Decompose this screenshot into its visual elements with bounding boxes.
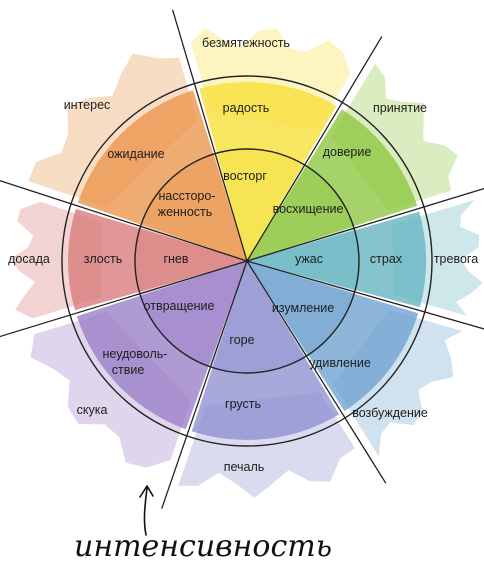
- wheel-spoke: [246, 260, 387, 484]
- label-acceptance: принятие: [373, 101, 427, 115]
- label-dislike-line2: ствие: [112, 363, 145, 377]
- ring-outer: [61, 75, 433, 447]
- wheel-wedge: [247, 109, 418, 261]
- label-anticipation: ожидание: [107, 147, 164, 161]
- label-annoyance: досада: [8, 252, 50, 266]
- wheel-spoke: [246, 36, 383, 262]
- wheel-core-segment: [247, 165, 355, 261]
- label-amazement: изумление: [272, 301, 334, 315]
- watercolor-blob: [30, 312, 191, 468]
- label-dislike-line1: неудоволь-: [103, 347, 168, 361]
- wheel-spoke: [171, 9, 248, 262]
- label-surprise: удивление: [309, 356, 371, 370]
- wheel-core-segment: [139, 261, 247, 367]
- label-grief: горе: [229, 333, 254, 347]
- wheel-spoke: [246, 260, 484, 330]
- wheel-wedge: [247, 211, 427, 308]
- label-anger: злость: [84, 252, 122, 266]
- wheel-wedge: [191, 261, 340, 440]
- wheel-spoke: [0, 180, 248, 262]
- wheel-wedge: [76, 261, 247, 430]
- ring-inner: [134, 148, 360, 374]
- label-vigilance-line2: женность: [158, 205, 213, 219]
- label-loathing: отвращение: [144, 299, 215, 313]
- wheel-spoke: [161, 260, 248, 509]
- label-admiration: восхищение: [273, 202, 344, 216]
- wheel-core-segment: [247, 228, 360, 292]
- watercolor-blob: [28, 53, 197, 208]
- label-apprehension: тревога: [434, 252, 478, 266]
- intensity-caption: интенсивность: [74, 529, 332, 564]
- label-rage: гнев: [163, 252, 188, 266]
- label-trust: доверие: [323, 145, 372, 159]
- wheel-core-segment: [135, 226, 247, 294]
- wheel-spoke: [246, 187, 484, 262]
- label-sadness: грусть: [225, 397, 261, 411]
- intensity-arrow: [139, 485, 154, 536]
- label-serenity: безмятежность: [202, 36, 290, 50]
- label-ecstasy: восторг: [223, 169, 267, 183]
- wheel-wedges: [67, 82, 427, 440]
- label-joy: радость: [223, 101, 270, 115]
- label-distraction: возбуждение: [352, 406, 428, 420]
- wheel-core-segment: [215, 148, 305, 261]
- label-boredom: скука: [77, 403, 108, 417]
- wheel-spokes: [0, 9, 484, 509]
- label-interest: интерес: [64, 98, 111, 112]
- wheel-wedge: [77, 90, 247, 261]
- wheel-spoke: [0, 260, 248, 338]
- label-fear: страх: [370, 252, 403, 266]
- wheel-core-segment: [140, 153, 247, 261]
- wheel-wedge: [247, 261, 419, 412]
- wheel-rings: [61, 75, 433, 447]
- wheel-labels: безмятежность радость восторг принятие д…: [8, 36, 478, 474]
- label-pensiveness: печаль: [224, 460, 265, 474]
- wheel-wedge: [199, 82, 337, 261]
- wheel-core-segment: [210, 261, 307, 374]
- label-vigilance-line1: нассторо-: [159, 189, 216, 203]
- label-terror: ужас: [295, 252, 323, 266]
- wheel-wedge: [67, 208, 248, 311]
